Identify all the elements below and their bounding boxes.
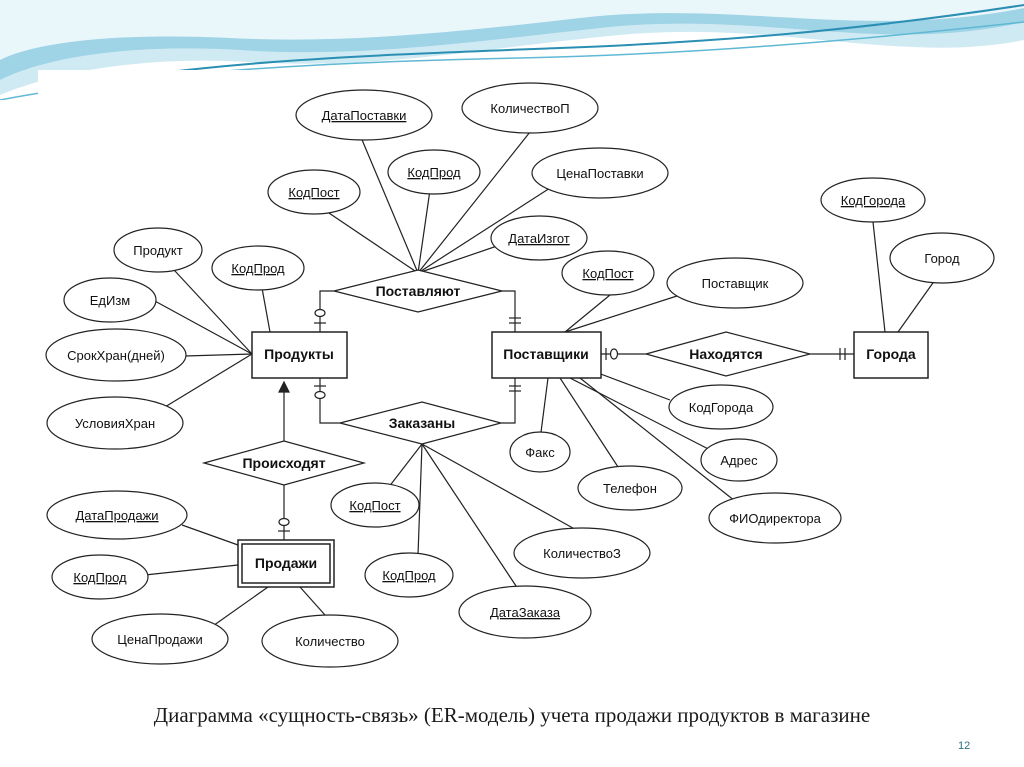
page-number: 12: [958, 740, 970, 752]
rel-occur: Происходят: [242, 455, 325, 471]
attr-director: ФИОдиректора: [729, 511, 821, 526]
rel-ordered: Заказаны: [389, 415, 456, 431]
attr-unit: ЕдИзм: [90, 293, 131, 308]
attr-order-sup-code: КодПост: [349, 498, 400, 513]
attr-supply-sup-code: КодПост: [288, 185, 339, 200]
attr-sale-price: ЦенаПродажи: [117, 632, 203, 647]
attr-product: Продукт: [133, 243, 182, 258]
attr-storage-cond: УсловияХран: [75, 416, 155, 431]
attr-address: Адрес: [720, 453, 758, 468]
entity-cities: Города: [866, 346, 916, 362]
entity-suppliers: Поставщики: [503, 346, 589, 362]
attr-order-qty: КоличествоЗ: [543, 546, 621, 561]
attr-supply-prod-code: КодПрод: [407, 165, 461, 180]
attr-supply-date: ДатаПоставки: [322, 108, 407, 123]
diagram-caption: Диаграмма «сущность-связь» (ER-модель) у…: [0, 703, 1024, 728]
rel-located: Находятся: [689, 346, 762, 362]
attr-shelf-life: СрокХран(дней): [67, 348, 165, 363]
attr-city: Город: [924, 251, 960, 266]
attr-supplier-code: КодПост: [582, 266, 633, 281]
attr-supplier: Поставщик: [702, 276, 769, 291]
attr-city-code: КодГорода: [841, 193, 906, 208]
attr-sale-prod-code: КодПрод: [73, 570, 127, 585]
attr-supplier-city-code: КодГорода: [689, 400, 754, 415]
attr-supply-qty: КоличествоП: [490, 101, 569, 116]
entity-products: Продукты: [264, 346, 334, 362]
attr-order-prod-code: КодПрод: [382, 568, 436, 583]
attr-supply-price: ЦенаПоставки: [556, 166, 643, 181]
attr-phone: Телефон: [603, 481, 657, 496]
attr-sale-qty: Количество: [295, 634, 365, 649]
attr-fax: Факс: [525, 445, 555, 460]
attr-product-code: КодПрод: [231, 261, 285, 276]
attr-sale-date: ДатаПродажи: [75, 508, 158, 523]
attr-manufacture-date: ДатаИзгот: [508, 231, 569, 246]
entity-sales: Продажи: [255, 555, 317, 571]
rel-supply: Поставляют: [376, 283, 461, 299]
attr-order-date: ДатаЗаказа: [490, 605, 561, 620]
